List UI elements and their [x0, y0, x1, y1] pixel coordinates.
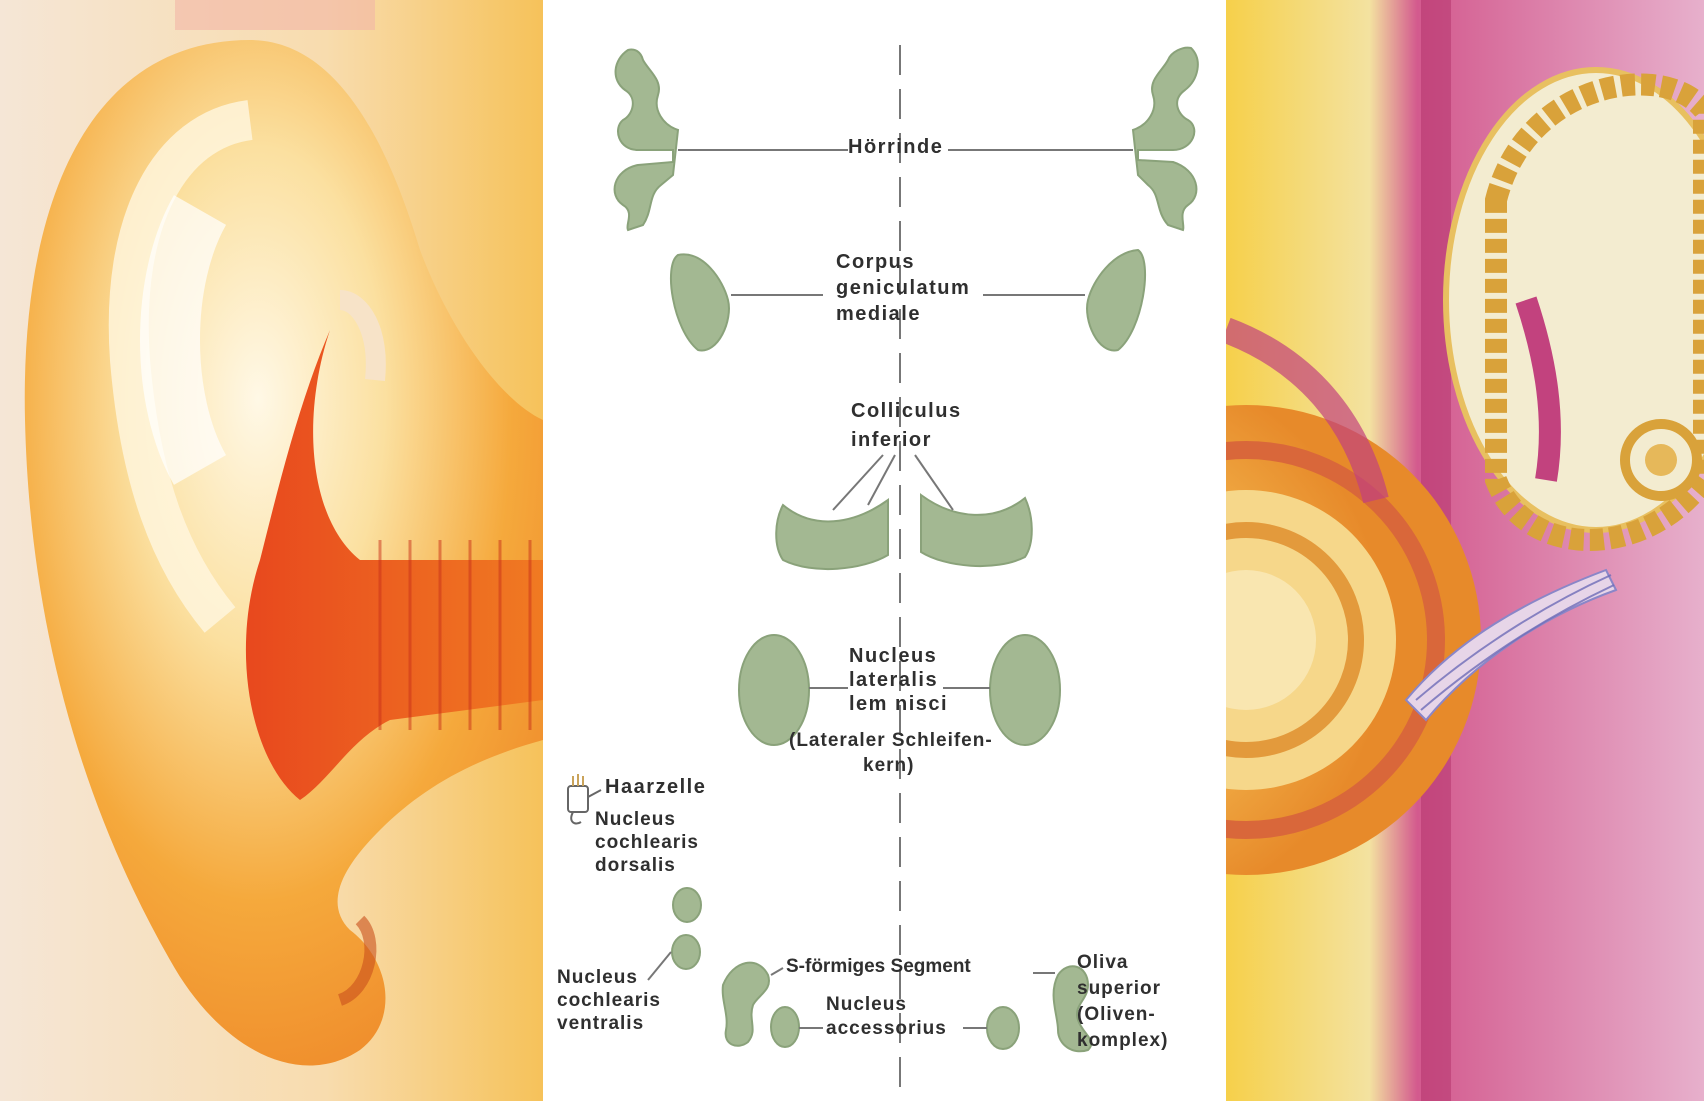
- label-accessorius-2: accessorius: [826, 1017, 947, 1041]
- label-ventralis-1: Nucleus: [557, 966, 638, 990]
- label-dorsalis-1: Nucleus: [595, 808, 676, 832]
- outer-ear-icon: [0, 0, 543, 1101]
- nucleus-cochlearis-ventralis: [672, 935, 700, 969]
- label-accessorius-1: Nucleus: [826, 993, 907, 1017]
- pathway-structures: [543, 0, 1226, 1101]
- label-corpus-3: mediale: [836, 302, 921, 326]
- label-ventralis-3: ventralis: [557, 1012, 644, 1036]
- cochlea-icon: [1226, 0, 1704, 1101]
- auditory-cortex-right: [1133, 48, 1198, 230]
- label-nucleus-lateralis-2: lateralis: [849, 668, 938, 692]
- label-hoerrinde: Hörrinde: [848, 135, 943, 159]
- label-schleifen-2: kern): [863, 754, 914, 778]
- label-oliva-2: superior: [1077, 977, 1161, 1001]
- auditory-cortex-left: [615, 49, 678, 230]
- label-ventralis-2: cochlearis: [557, 989, 661, 1013]
- label-colliculus-1: Colliculus: [851, 399, 962, 423]
- label-corpus-1: Corpus: [836, 250, 915, 274]
- colliculus-inferior-left: [776, 500, 888, 569]
- corpus-geniculatum-right: [1087, 250, 1145, 350]
- s-segment-left: [723, 963, 769, 1046]
- label-oliva-3: (Oliven-: [1077, 1003, 1156, 1027]
- inner-ear-illustration: [1226, 0, 1704, 1101]
- label-s-segment: S-förmiges Segment: [786, 955, 971, 979]
- label-dorsalis-3: dorsalis: [595, 854, 676, 878]
- label-colliculus-2: inferior: [851, 428, 932, 452]
- nucleus-cochlearis-dorsalis: [673, 888, 701, 922]
- label-corpus-2: geniculatum: [836, 276, 970, 300]
- outer-ear-illustration: [0, 0, 543, 1101]
- nucleus-accessorius-right: [987, 1007, 1019, 1049]
- nucleus-lateralis-right: [990, 635, 1060, 745]
- colliculus-inferior-right: [921, 495, 1032, 566]
- label-dorsalis-2: cochlearis: [595, 831, 699, 855]
- label-nucleus-lateralis-1: Nucleus: [849, 644, 937, 668]
- corpus-geniculatum-left: [671, 254, 729, 350]
- label-nucleus-lateralis-3: lem nisci: [849, 692, 948, 716]
- label-oliva-4: komplex): [1077, 1029, 1168, 1053]
- label-oliva-1: Oliva: [1077, 951, 1128, 975]
- label-haarzelle: Haarzelle: [605, 775, 706, 799]
- nucleus-accessorius-left: [771, 1007, 799, 1047]
- auditory-pathway-diagram: Hörrinde Corpus geniculatum mediale Coll…: [543, 0, 1226, 1101]
- label-schleifen-1: (Lateraler Schleifen-: [789, 729, 993, 753]
